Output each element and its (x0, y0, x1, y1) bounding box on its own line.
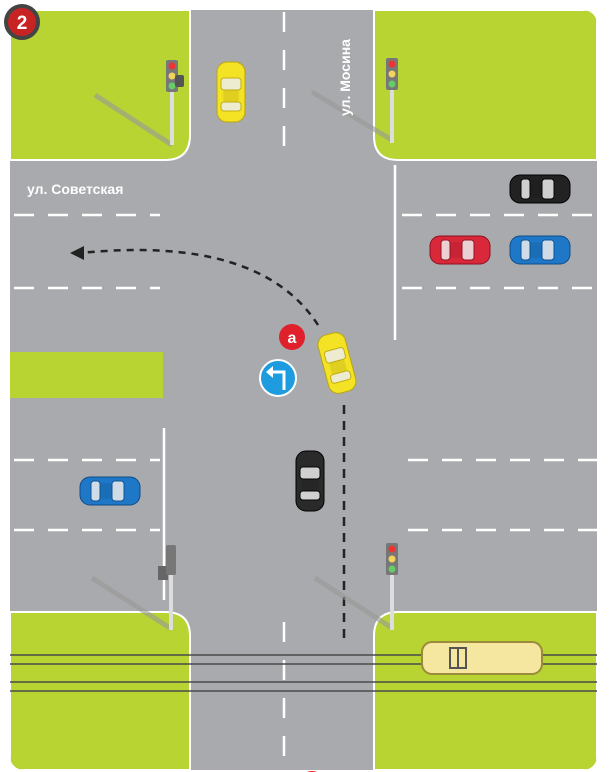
scene-number: 2 (17, 13, 28, 34)
traffic-light-top-left (93, 60, 184, 148)
street-label-mosina: ул. Мосина (337, 39, 353, 116)
car-yellow-top (216, 61, 246, 123)
car-black-right (509, 174, 571, 204)
car-blue-right (509, 235, 571, 265)
car-red-right (429, 235, 491, 265)
tram (421, 641, 543, 675)
lane-markings (14, 12, 597, 770)
scene-number-badge (4, 4, 40, 40)
street-label-sovetskaya: ул. Советская (27, 181, 123, 197)
car-black-center (295, 450, 325, 512)
traffic-light-top-right (310, 58, 398, 143)
grass-top-right (373, 10, 597, 161)
turn-left-sign-icon (259, 359, 297, 397)
trajectory-arrowhead (70, 246, 84, 260)
grass-island-left (10, 352, 163, 398)
turn-trajectory (79, 248, 320, 326)
car-blue-left (79, 476, 141, 506)
marker-a-label: a (288, 330, 297, 347)
grass-top-left (10, 10, 191, 161)
traffic-light-bottom-left (90, 545, 176, 631)
marker-a-badge (279, 324, 305, 350)
traffic-light-bottom-right (313, 543, 398, 631)
